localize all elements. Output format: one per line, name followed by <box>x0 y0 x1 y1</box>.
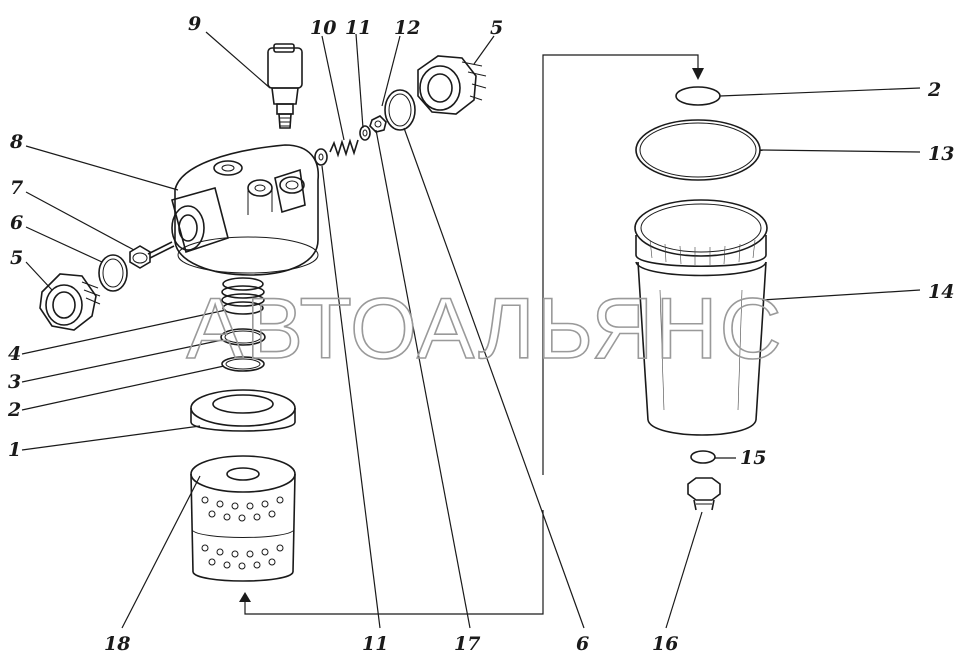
part-plug-16 <box>687 477 721 511</box>
part-seal-1 <box>190 389 296 432</box>
part-ring-2-right <box>675 86 721 106</box>
part-nut-17 <box>369 115 387 133</box>
part-spring-10 <box>329 138 359 158</box>
part-filter-head-8 <box>171 144 319 276</box>
part-ring-15 <box>690 450 716 464</box>
part-bolt-7 <box>129 241 175 269</box>
part-bowl-14 <box>634 199 768 436</box>
part-ring-6-top <box>384 89 416 131</box>
callout-9: 9 <box>188 13 201 35</box>
callout-4: 4 <box>8 343 21 365</box>
callout-6-bottom: 6 <box>576 633 589 655</box>
callout-11-top: 11 <box>345 17 371 39</box>
part-union-5-left <box>39 273 101 331</box>
callout-6-left: 6 <box>10 212 23 234</box>
callout-16: 16 <box>652 633 678 655</box>
callout-1: 1 <box>8 439 21 461</box>
watermark: АВТОАЛЬЯНС <box>186 281 783 377</box>
part-filter-element-18 <box>190 455 296 582</box>
callout-7: 7 <box>10 177 23 199</box>
callouts: 9 10 11 12 5 8 7 6 5 4 3 2 1 18 11 17 6 … <box>7 13 954 655</box>
part-ring-3 <box>220 328 266 346</box>
callout-5-left: 5 <box>10 247 23 269</box>
part-washer-11-right <box>359 125 371 141</box>
callout-14: 14 <box>928 281 954 303</box>
callout-3: 3 <box>8 371 21 393</box>
callout-13: 13 <box>928 143 954 165</box>
assembly-connector-line <box>239 54 704 615</box>
callout-18: 18 <box>104 633 130 655</box>
callout-15: 15 <box>740 447 766 469</box>
part-washer-11-left <box>314 148 328 166</box>
part-sensor-9 <box>267 43 303 129</box>
callout-8: 8 <box>9 131 23 153</box>
callout-12: 12 <box>394 17 420 39</box>
callout-17: 17 <box>454 633 480 655</box>
part-oring-13 <box>635 119 761 181</box>
part-union-5-top <box>417 55 487 115</box>
part-ring-2-left <box>221 356 265 372</box>
callout-10: 10 <box>310 17 336 39</box>
callout-5-top: 5 <box>490 17 503 39</box>
part-ring-6-left <box>98 254 128 292</box>
part-spring-4 <box>221 277 265 315</box>
leader-lines <box>21 31 921 629</box>
callout-2-left: 2 <box>7 399 21 421</box>
callout-2-right: 2 <box>927 79 941 101</box>
callout-11-bottom: 11 <box>362 633 388 655</box>
